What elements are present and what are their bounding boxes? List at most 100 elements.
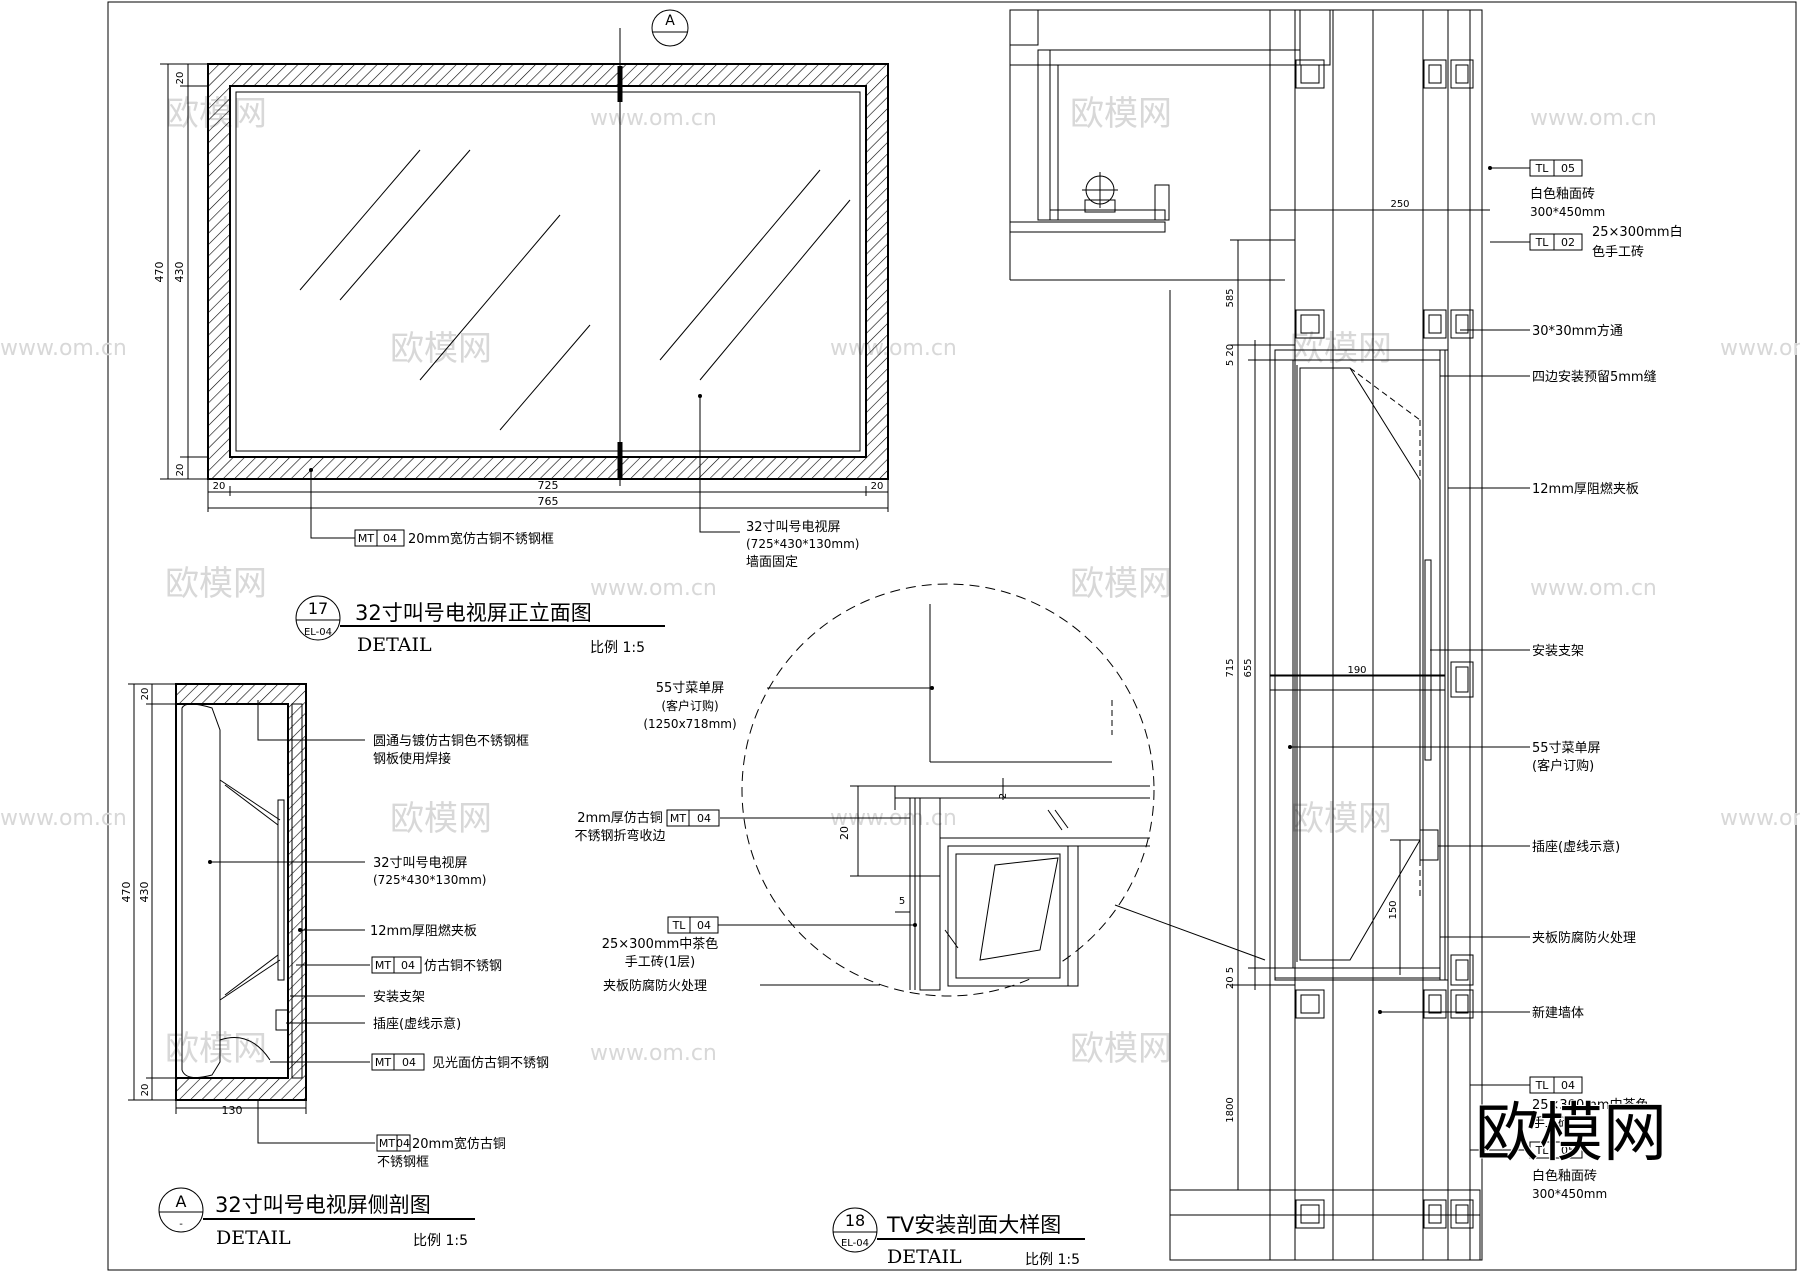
dim-5: 5 [899, 896, 905, 907]
svg-text:04: 04 [697, 812, 711, 825]
tag-code: MT [358, 532, 374, 545]
dim-715: 715 [1225, 658, 1236, 677]
dim-2: 2 [998, 793, 1009, 799]
detail-subtitle: DETAIL [887, 1246, 962, 1268]
note: 12mm厚阻燃夹板 [1532, 481, 1639, 497]
dim-585: 585 [1225, 288, 1236, 307]
detail-subtitle: DETAIL [357, 634, 432, 656]
detail-title: 32寸叫号电视屏侧剖图 [215, 1193, 431, 1217]
note: 插座(虚线示意) [373, 1016, 461, 1032]
note: 白色釉面砖 [1530, 186, 1595, 202]
dim-left-20: 20 [213, 481, 226, 492]
detail-ref: EL-04 [841, 1238, 869, 1249]
svg-text:04: 04 [1561, 1079, 1575, 1092]
frame-hatch [207, 63, 889, 480]
note: 新建墙体 [1532, 1005, 1584, 1021]
svg-text:04: 04 [396, 1137, 410, 1150]
note: 仿古铜不锈钢 [424, 959, 502, 974]
section-marker-label: A [665, 13, 675, 29]
note: (725*430*130mm) [373, 873, 486, 887]
dim-250: 250 [1390, 199, 1409, 210]
detail-A-side-section: 20 470 430 20 130 圆通与镀仿古铜色不锈钢框 钢板使用焊接 32… [120, 683, 549, 1249]
note: (客户订购) [661, 698, 718, 713]
note: 300*450mm [1530, 205, 1605, 219]
detail-scale: 比例 1:5 [1025, 1252, 1080, 1268]
watermark-url: www.om.cn [1530, 106, 1657, 131]
note: 20mm宽仿古铜 [412, 1136, 506, 1152]
svg-text:MT: MT [379, 1137, 395, 1150]
note: 2mm厚仿古铜 [577, 811, 663, 826]
glass-reflection [944, 809, 1069, 949]
dims-left [160, 63, 208, 480]
svg-text:04: 04 [697, 919, 711, 932]
dim-top-20: 20 [175, 72, 186, 85]
detail-18-tv-section: 250 585 5 20 715 655 190 150 20 5 1800 [832, 9, 1683, 1268]
svg-text:05: 05 [1561, 162, 1575, 175]
note: 55寸菜单屏 [656, 681, 725, 696]
note-screen-1: 32寸叫号电视屏 [746, 520, 841, 535]
svg-text:02: 02 [1561, 236, 1575, 249]
tag-no: 04 [383, 532, 397, 545]
dim-1800: 1800 [1225, 1097, 1236, 1122]
detail-scale: 比例 1:5 [413, 1233, 468, 1249]
dim-470: 470 [153, 262, 166, 283]
dim-725: 725 [538, 479, 559, 492]
dim-470: 470 [120, 882, 133, 903]
watermark-text: 欧模网 [1290, 329, 1392, 369]
svg-text:TL: TL [1535, 1144, 1550, 1157]
detail-circle [832, 1207, 878, 1253]
note: 25×300mm中茶色 [602, 936, 719, 952]
glass-reflection [299, 149, 851, 431]
note: 55寸菜单屏 [1532, 741, 1601, 756]
watermark-text: 欧模网 [390, 329, 492, 369]
note: 安装支架 [1532, 644, 1584, 659]
note-screen-2: (725*430*130mm) [746, 537, 859, 551]
note: 32寸叫号电视屏 [373, 856, 468, 871]
note: 色手工砖 [1592, 244, 1644, 260]
watermark-url: www.om.cn [590, 106, 717, 131]
svg-text:TL: TL [1535, 162, 1550, 175]
dim-bottom-20: 20 [140, 1084, 151, 1097]
detail-17-front-elevation: A 20 470 430 20 20 725 20 765 [153, 9, 889, 656]
note: 不锈钢折弯收边 [574, 828, 665, 844]
svg-text:TL: TL [1535, 1079, 1550, 1092]
dim-5-20: 5 20 [1225, 344, 1236, 366]
dim-655: 655 [1243, 658, 1254, 677]
note-screen-3: 墙面固定 [746, 555, 798, 570]
detail-title: 32寸叫号电视屏正立面图 [355, 601, 592, 625]
note: (客户订购) [1532, 758, 1594, 774]
dim-20: 20 [838, 826, 851, 840]
svg-text:MT: MT [670, 812, 686, 825]
dim-20-5: 20 5 [1225, 967, 1236, 989]
detail-ref: - [179, 1219, 183, 1230]
detail-ref: EL-04 [304, 627, 332, 638]
enlarged-circle-detail: 2 20 5 55寸菜单屏 (客户订购) (1250x718mm) MT 04 … [574, 583, 1266, 997]
note: 手工砖 [1532, 1116, 1571, 1131]
watermark-url: www.om.cn [590, 1041, 717, 1066]
dim-150: 150 [1388, 900, 1399, 919]
svg-text:MT: MT [375, 959, 391, 972]
watermark-text: 欧模网 [165, 1029, 267, 1069]
note: 30*30mm方通 [1532, 323, 1623, 339]
watermark-text: 欧模网 [1290, 799, 1392, 839]
sheet-border [107, 1, 1797, 1271]
detail-title: TV安装剖面大样图 [886, 1213, 1061, 1237]
note: 插座(虚线示意) [1532, 839, 1620, 855]
watermark-url: www.om.cn [0, 336, 127, 361]
detail-circle [295, 595, 341, 641]
note: 四边安装预留5mm缝 [1532, 370, 1657, 385]
note: 夹板防腐防火处理 [1532, 930, 1636, 946]
svg-text:TL: TL [1535, 236, 1550, 249]
note: 见光面仿古铜不锈钢 [432, 1056, 549, 1071]
note: 夹板防腐防火处理 [603, 978, 707, 994]
watermarks: 欧模网 www.om.cn 欧模网 www.om.cn www.om.cn 欧模… [0, 94, 1800, 1069]
note: 12mm厚阻燃夹板 [370, 923, 477, 939]
watermark-text: 欧模网 [1070, 94, 1172, 134]
watermark-text: 欧模网 [1070, 564, 1172, 604]
dim-765: 765 [538, 495, 559, 508]
watermark-url: www.om.cn [830, 336, 957, 361]
note: 不锈钢框 [377, 1155, 429, 1170]
note: 白色釉面砖 [1532, 1168, 1597, 1184]
section-marker-circle [651, 9, 689, 47]
